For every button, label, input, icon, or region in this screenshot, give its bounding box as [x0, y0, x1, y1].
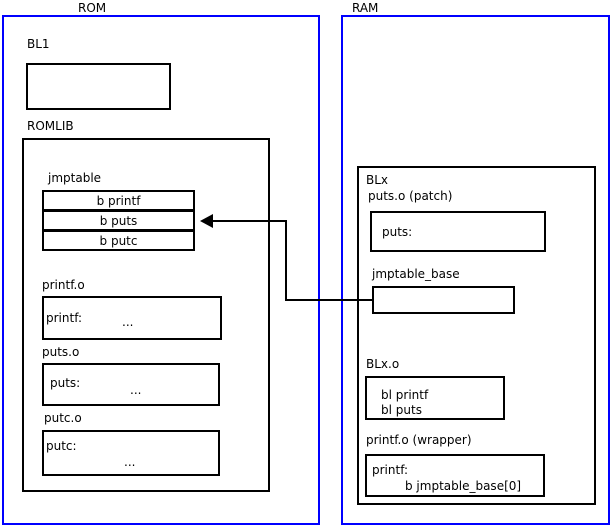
- printf-wrapper-box: printf: b jmptable_base[0]: [365, 454, 545, 497]
- romlib-symbol-puts: puts:: [50, 376, 81, 390]
- printf-wrapper-instruction: b jmptable_base[0]: [405, 479, 522, 493]
- jmptable-label: jmptable: [48, 171, 102, 185]
- patch-label: puts.o (patch): [368, 189, 453, 203]
- jmptable-row-puts[interactable]: b puts: [42, 210, 195, 231]
- rom-region-label: ROM: [78, 1, 107, 15]
- romlib-box: [22, 138, 270, 492]
- patch-symbol-puts: puts:: [382, 225, 413, 239]
- bl1-label: BL1: [27, 37, 50, 51]
- jmptable-row-putc[interactable]: b putc: [42, 230, 195, 251]
- jmptable-row-printf[interactable]: b printf: [42, 190, 195, 211]
- romlib-symbol-printf: printf:: [46, 311, 83, 325]
- blx-o-line-bl-puts: bl puts: [381, 403, 422, 417]
- romlib-body-printf: ...: [122, 315, 134, 329]
- romlib-object-label-printf: printf.o: [42, 278, 85, 292]
- connector-segment-vertical: [285, 220, 287, 301]
- jmptable-base-box[interactable]: [372, 286, 515, 314]
- connector-segment-horizontal-lower: [285, 299, 373, 301]
- blx-label: BLx: [366, 173, 389, 187]
- blx-o-label: BLx.o: [366, 357, 400, 371]
- ram-region: [341, 15, 610, 525]
- printf-wrapper-label: printf.o (wrapper): [366, 433, 472, 447]
- romlib-symbol-putc: putc:: [46, 439, 77, 453]
- romlib-object-label-puts: puts.o: [42, 345, 80, 359]
- patch-box: puts:: [370, 211, 546, 252]
- romlib-object-label-putc: putc.o: [44, 411, 82, 425]
- romlib-body-puts: ...: [130, 383, 142, 397]
- ram-region-label: RAM: [352, 1, 379, 15]
- blx-o-line-bl-printf: bl printf: [381, 388, 429, 402]
- romlib-body-putc: ...: [124, 455, 136, 469]
- jmptable-base-label: jmptable_base: [372, 267, 460, 281]
- connector-segment-horizontal-upper: [211, 220, 287, 222]
- connector-arrowhead-icon: [200, 214, 213, 228]
- romlib-object-box-puts: puts: ...: [42, 363, 220, 406]
- romlib-object-box-putc: putc: ...: [42, 430, 220, 476]
- printf-wrapper-symbol: printf:: [372, 463, 409, 477]
- romlib-label: ROMLIB: [27, 119, 74, 133]
- blx-box: [357, 166, 596, 505]
- blx-o-box: bl printf bl puts: [365, 376, 505, 420]
- romlib-object-box-printf: printf: ...: [42, 296, 222, 340]
- rom-region: [2, 15, 320, 525]
- bl1-box: [26, 63, 171, 110]
